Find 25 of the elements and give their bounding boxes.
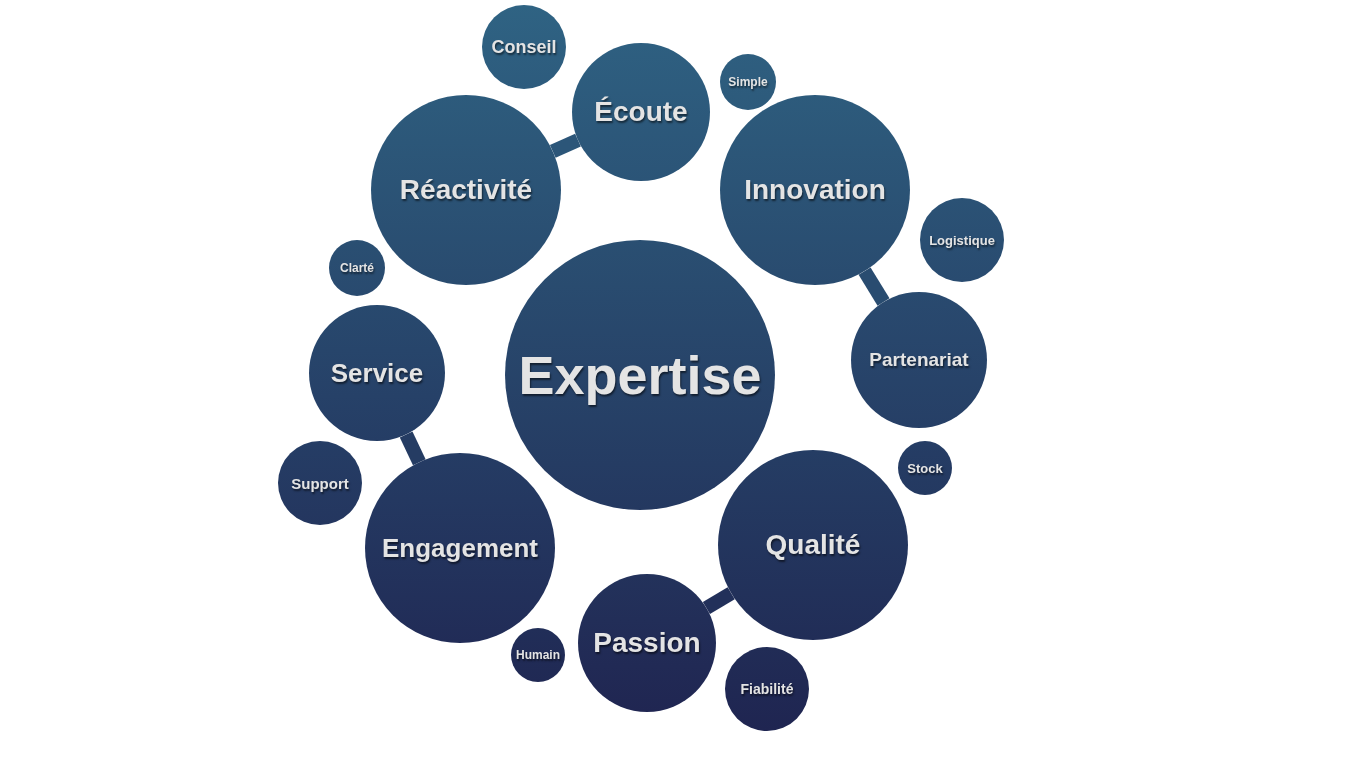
topic-circle (329, 240, 385, 296)
topic-circle (898, 441, 952, 495)
topic-label: Partenariat (869, 349, 969, 371)
topic-label: Clarté (340, 261, 374, 275)
topic-label: Qualité (765, 529, 861, 561)
connector-line (702, 587, 735, 614)
connector-line (549, 133, 581, 158)
topic-label: Simple (728, 75, 768, 89)
topic-label: Service (330, 357, 424, 389)
topic-label: Support (291, 474, 349, 492)
topic-circle (720, 54, 776, 110)
topic-label: Conseil (491, 36, 557, 58)
topic-label: Stock (907, 460, 943, 476)
topic-label: Écoute (594, 96, 688, 128)
topic-label: Expertise (518, 344, 762, 406)
topic-label: Réactivité (399, 174, 533, 206)
topic-label: Logistique (929, 232, 995, 248)
topic-label: Passion (593, 627, 701, 659)
topic-label: Innovation (744, 174, 886, 206)
connector-line (399, 431, 426, 466)
topic-label: Fiabilité (740, 681, 794, 697)
topic-label: Engagement (382, 532, 538, 564)
topic-label: Humain (516, 648, 560, 662)
topic-circle (511, 628, 565, 682)
connector-line (858, 267, 890, 306)
